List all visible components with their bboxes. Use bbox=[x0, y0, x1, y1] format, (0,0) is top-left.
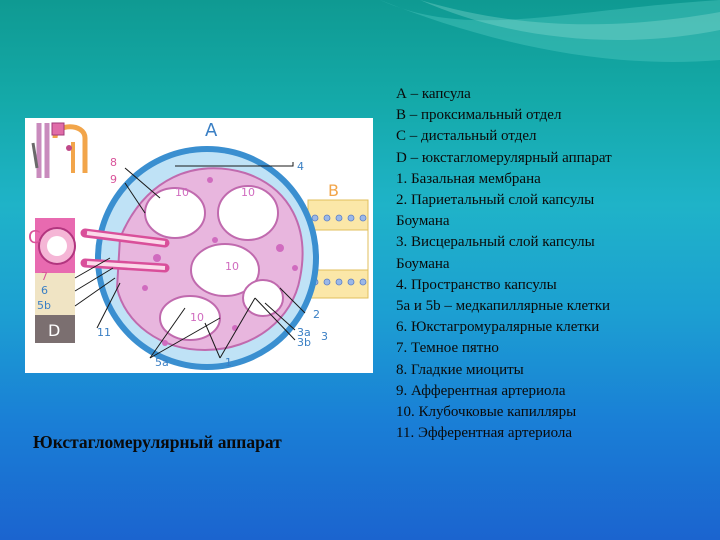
num-1: 1 bbox=[225, 356, 232, 369]
num-5a: 5а bbox=[155, 356, 169, 369]
num-7: 7 bbox=[41, 270, 48, 283]
legend-line: 11. Эфферентная артериола bbox=[396, 425, 573, 442]
legend-line: 8. Гладкие миоциты bbox=[396, 361, 524, 378]
legend-line: 10. Клубочковые капилляры bbox=[396, 404, 577, 421]
legend-line: А – капсула bbox=[396, 86, 471, 102]
legend-line: 4. Пространство капсулы bbox=[396, 276, 557, 293]
num-9: 9 bbox=[110, 173, 117, 186]
section-d-panel bbox=[35, 315, 75, 343]
legend-line: 2. Париетальный слой капсулы bbox=[396, 192, 595, 209]
num-3: 3 bbox=[321, 330, 328, 343]
num-10-d: 10 bbox=[190, 311, 204, 324]
nephron-icon bbox=[31, 122, 88, 178]
legend-line: 3. Висцеральный слой капсулы bbox=[396, 234, 595, 251]
legend-line: 1. Базальная мембрана bbox=[396, 170, 541, 187]
num-6: 6 bbox=[41, 284, 48, 297]
num-10-b: 10 bbox=[241, 186, 255, 199]
num-4: 4 bbox=[297, 160, 304, 173]
legend-line: 5а и 5b – медкапиллярные клетки bbox=[396, 298, 611, 315]
num-5b: 5b bbox=[37, 299, 51, 312]
num-10-c: 10 bbox=[225, 260, 239, 273]
num-2: 2 bbox=[313, 308, 320, 321]
pointer-lines bbox=[74, 162, 306, 359]
slide-caption: Юкстагломерулярный аппарат bbox=[33, 432, 282, 452]
legend-line: Боумана bbox=[396, 213, 450, 230]
num-3a: 3а bbox=[297, 326, 311, 339]
num-8: 8 bbox=[110, 156, 117, 169]
label-b: B bbox=[328, 181, 339, 200]
num-3b: 3b bbox=[297, 336, 311, 349]
legend-list: А – капсула В – проксимальный отдел С – … bbox=[396, 84, 716, 444]
macula-panel bbox=[35, 273, 75, 315]
legend-line: 9. Афферентная артериола bbox=[396, 382, 566, 399]
legend-line: D – юкстагломерулярный аппарат bbox=[396, 149, 612, 166]
label-a: A bbox=[205, 120, 218, 141]
label-c: C bbox=[28, 227, 41, 248]
juxtaglomerular-diagram: A B C D 8 9 4 10 10 10 10 7 6 5b 11 2 3а… bbox=[25, 118, 373, 373]
num-11: 11 bbox=[97, 326, 111, 339]
legend-line: 7. Темное пятно bbox=[396, 340, 499, 357]
legend-line: В – проксимальный отдел bbox=[396, 107, 562, 124]
legend-line: 6. Юкстагромуралярные клетки bbox=[396, 319, 600, 336]
bowman-capsule bbox=[80, 146, 319, 370]
label-d: D bbox=[48, 321, 60, 340]
num-10-a: 10 bbox=[175, 186, 189, 199]
legend-line: С – дистальный отдел bbox=[396, 128, 537, 145]
legend-line: Боумана bbox=[396, 255, 450, 272]
